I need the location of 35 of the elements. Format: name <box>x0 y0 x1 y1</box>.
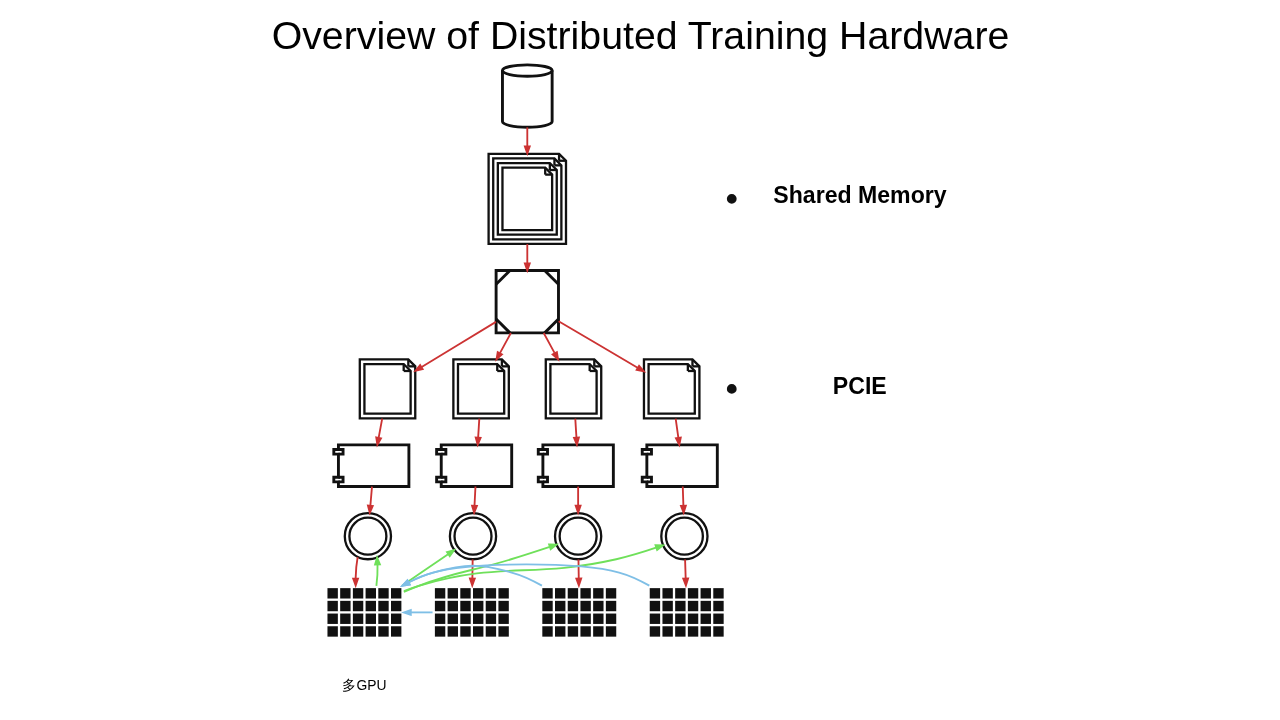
arrow <box>470 485 478 516</box>
arrow <box>373 554 381 587</box>
node-picture <box>434 443 513 488</box>
arrow <box>400 608 433 617</box>
node-picture <box>640 443 719 488</box>
arrow <box>468 558 476 589</box>
arrow <box>399 563 650 587</box>
arrow <box>399 564 543 587</box>
diagram-title: Overview of Distributed Training Hardware <box>271 12 1009 57</box>
arrow <box>681 558 689 589</box>
node-picture <box>331 443 410 488</box>
arrow <box>374 417 383 448</box>
label: Shared Memory <box>772 182 947 209</box>
arrow <box>674 417 682 448</box>
node-picture <box>536 443 615 488</box>
arrow <box>523 126 531 157</box>
arrow <box>400 548 456 587</box>
arrow <box>494 332 512 362</box>
node-picture <box>343 511 392 561</box>
caption: 多GPU <box>341 676 386 693</box>
arrow <box>366 485 374 516</box>
node-picture <box>659 511 709 561</box>
arrow <box>523 243 531 274</box>
arrow <box>402 543 559 593</box>
arrow <box>573 485 582 516</box>
node-picture <box>448 511 497 561</box>
arrow <box>473 417 482 448</box>
arrow <box>679 485 687 516</box>
label: PCIE <box>832 372 887 399</box>
arrow <box>574 558 582 589</box>
node-picture <box>553 511 602 561</box>
arrow <box>351 556 359 589</box>
arrow <box>402 544 665 592</box>
arrow <box>542 332 559 362</box>
arrow <box>572 417 580 448</box>
